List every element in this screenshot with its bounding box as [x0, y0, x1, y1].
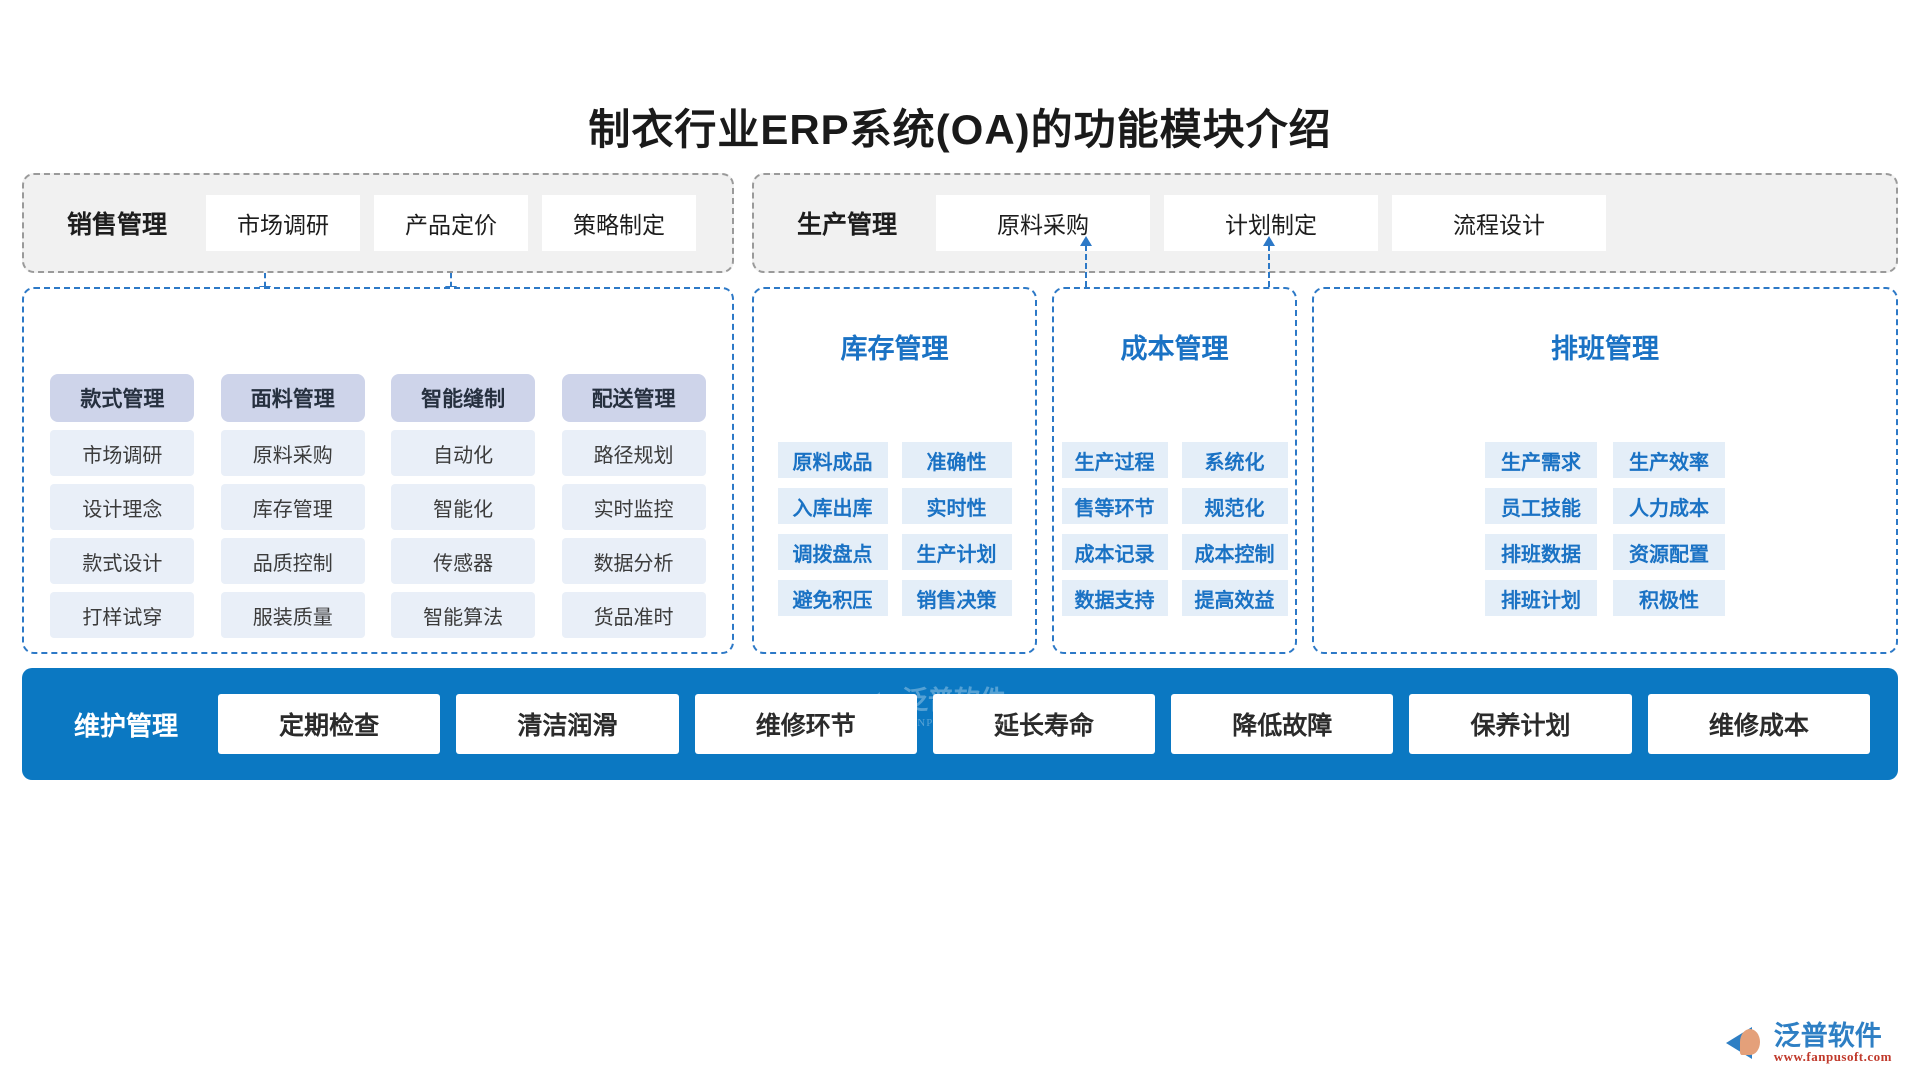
- production-header-cell-2[interactable]: 流程设计: [1392, 195, 1606, 251]
- cost-chip[interactable]: 系统化: [1181, 442, 1288, 478]
- maintenance-cell-0[interactable]: 定期检查: [218, 694, 441, 754]
- module-item[interactable]: 市场调研: [50, 430, 195, 476]
- shift-chip[interactable]: 生产需求: [1485, 442, 1597, 478]
- cost-chip[interactable]: 生产过程: [1061, 442, 1168, 478]
- stock-chip[interactable]: 避免积压: [777, 580, 888, 616]
- shift-chip-column-a: 生产需求 员工技能 排班数据 排班计划: [1485, 442, 1597, 616]
- module-cap-fabric[interactable]: 面料管理: [220, 374, 365, 422]
- shift-panel-title: 排班管理: [1551, 334, 1659, 364]
- stock-chip[interactable]: 生产计划: [901, 534, 1012, 570]
- cost-chip-column-b: 系统化 规范化 成本控制 提高效益: [1181, 442, 1288, 616]
- fanpu-logo-url: www.fanpusoft.com: [1773, 1049, 1892, 1065]
- left-modules-panel: 款式管理 市场调研 设计理念 款式设计 打样试穿 面料管理 原料采购 库存管理 …: [22, 287, 734, 654]
- module-item[interactable]: 设计理念: [50, 484, 195, 530]
- cost-chip[interactable]: 提高效益: [1181, 580, 1288, 616]
- maintenance-cell-6[interactable]: 维修成本: [1647, 694, 1870, 754]
- sales-header-cell-2[interactable]: 策略制定: [542, 195, 696, 251]
- fanpu-logo-text: 泛普软件 www.fanpusoft.com: [1774, 1022, 1892, 1064]
- cost-chip-column-a: 生产过程 售等环节 成本记录 数据支持: [1061, 442, 1168, 616]
- module-item[interactable]: 货品准时: [561, 592, 706, 638]
- stock-chip[interactable]: 实时性: [901, 488, 1012, 524]
- shift-chip[interactable]: 排班数据: [1485, 534, 1597, 570]
- cost-chip[interactable]: 成本控制: [1181, 534, 1288, 570]
- shift-panel: 排班管理 生产需求 员工技能 排班数据 排班计划 生产效率 人力成本 资源配置 …: [1312, 287, 1898, 654]
- connector-arrow-down-market: [259, 273, 271, 296]
- fanpu-mark-icon: [1725, 1023, 1766, 1063]
- stock-chip-column-a: 原料成品 入库出库 调拨盘点 避免积压: [777, 442, 888, 616]
- shift-chip[interactable]: 排班计划: [1485, 580, 1597, 616]
- cost-panel-title: 成本管理: [1120, 334, 1229, 364]
- sales-header-title: 销售管理: [66, 212, 167, 239]
- production-header-title: 生产管理: [796, 212, 897, 239]
- connector-arrow-down-pricing: [445, 273, 457, 296]
- cost-chip[interactable]: 售等环节: [1061, 488, 1168, 524]
- module-cap-smart-sewing[interactable]: 智能缝制: [391, 374, 536, 422]
- maintenance-title: 维护管理: [73, 711, 178, 741]
- shift-chip[interactable]: 员工技能: [1485, 488, 1597, 524]
- shift-chip[interactable]: 积极性: [1613, 580, 1725, 616]
- connector-arrow-up-cost: [1080, 236, 1092, 287]
- module-item[interactable]: 品质控制: [220, 538, 365, 584]
- module-column-smart-sewing: 智能缝制 自动化 智能化 传感器 智能算法: [391, 374, 536, 638]
- sales-header-cell-0[interactable]: 市场调研: [206, 195, 360, 251]
- stock-chip[interactable]: 销售决策: [901, 580, 1012, 616]
- module-item[interactable]: 打样试穿: [50, 592, 195, 638]
- stock-chip-grid: 原料成品 入库出库 调拨盘点 避免积压 准确性 实时性 生产计划 销售决策: [754, 442, 1035, 616]
- stock-chip[interactable]: 准确性: [901, 442, 1012, 478]
- stock-chip[interactable]: 原料成品: [777, 442, 888, 478]
- maintenance-cell-3[interactable]: 延长寿命: [932, 694, 1156, 754]
- maintenance-cell-4[interactable]: 降低故障: [1171, 694, 1394, 754]
- module-item[interactable]: 智能化: [391, 484, 536, 530]
- left-modules-grid: 款式管理 市场调研 设计理念 款式设计 打样试穿 面料管理 原料采购 库存管理 …: [24, 374, 732, 638]
- module-item[interactable]: 路径规划: [561, 430, 706, 476]
- production-header-strip: 生产管理 原料采购 计划制定 流程设计: [752, 173, 1898, 273]
- module-item[interactable]: 自动化: [391, 430, 536, 476]
- module-item[interactable]: 智能算法: [391, 592, 536, 638]
- module-item[interactable]: 库存管理: [220, 484, 365, 530]
- cost-chip[interactable]: 规范化: [1181, 488, 1288, 524]
- shift-chip[interactable]: 生产效率: [1613, 442, 1725, 478]
- sales-header-cell-1[interactable]: 产品定价: [374, 195, 528, 251]
- module-column-fabric: 面料管理 原料采购 库存管理 品质控制 服装质量: [220, 374, 365, 638]
- sales-header-strip: 销售管理 市场调研 产品定价 策略制定: [22, 173, 734, 273]
- module-item[interactable]: 服装质量: [220, 592, 365, 638]
- stock-panel-title: 库存管理: [840, 334, 949, 364]
- module-column-delivery: 配送管理 路径规划 实时监控 数据分析 货品准时: [561, 374, 706, 638]
- module-item[interactable]: 传感器: [391, 538, 536, 584]
- module-cap-delivery[interactable]: 配送管理: [561, 374, 706, 422]
- module-item[interactable]: 款式设计: [50, 538, 195, 584]
- module-item[interactable]: 数据分析: [561, 538, 706, 584]
- module-item[interactable]: 原料采购: [220, 430, 365, 476]
- production-header-cell-0[interactable]: 原料采购: [936, 195, 1150, 251]
- shift-chip[interactable]: 资源配置: [1613, 534, 1725, 570]
- stock-panel: 库存管理 原料成品 入库出库 调拨盘点 避免积压 准确性 实时性 生产计划 销售…: [752, 287, 1037, 654]
- shift-chip[interactable]: 人力成本: [1613, 488, 1725, 524]
- maintenance-cell-1[interactable]: 清洁润滑: [456, 694, 679, 754]
- maintenance-bar: 维护管理 定期检查 清洁润滑 维修环节 延长寿命 降低故障 保养计划 维修成本: [22, 668, 1898, 780]
- cost-chip[interactable]: 数据支持: [1061, 580, 1168, 616]
- module-item[interactable]: 实时监控: [561, 484, 706, 530]
- module-column-style: 款式管理 市场调研 设计理念 款式设计 打样试穿: [50, 374, 195, 638]
- cost-chip[interactable]: 成本记录: [1061, 534, 1168, 570]
- module-cap-style[interactable]: 款式管理: [50, 374, 195, 422]
- cost-chip-grid: 生产过程 售等环节 成本记录 数据支持 系统化 规范化 成本控制 提高效益: [1054, 442, 1295, 616]
- shift-chip-grid: 生产需求 员工技能 排班数据 排班计划 生产效率 人力成本 资源配置 积极性: [1314, 442, 1896, 616]
- fanpu-logo-name: 泛普软件: [1773, 1021, 1882, 1052]
- shift-chip-column-b: 生产效率 人力成本 资源配置 积极性: [1613, 442, 1725, 616]
- stock-chip-column-b: 准确性 实时性 生产计划 销售决策: [901, 442, 1012, 616]
- cost-panel: 成本管理 生产过程 售等环节 成本记录 数据支持 系统化 规范化 成本控制 提高…: [1052, 287, 1297, 654]
- stock-chip[interactable]: 入库出库: [777, 488, 888, 524]
- stock-chip[interactable]: 调拨盘点: [777, 534, 888, 570]
- maintenance-cell-5[interactable]: 保养计划: [1409, 694, 1632, 754]
- maintenance-cell-2[interactable]: 维修环节: [694, 694, 917, 754]
- fanpu-logo: 泛普软件 www.fanpusoft.com: [1725, 1022, 1892, 1064]
- connector-arrow-up-shift: [1263, 236, 1275, 287]
- page-title: 制衣行业ERP系统(OA)的功能模块介绍: [588, 106, 1332, 153]
